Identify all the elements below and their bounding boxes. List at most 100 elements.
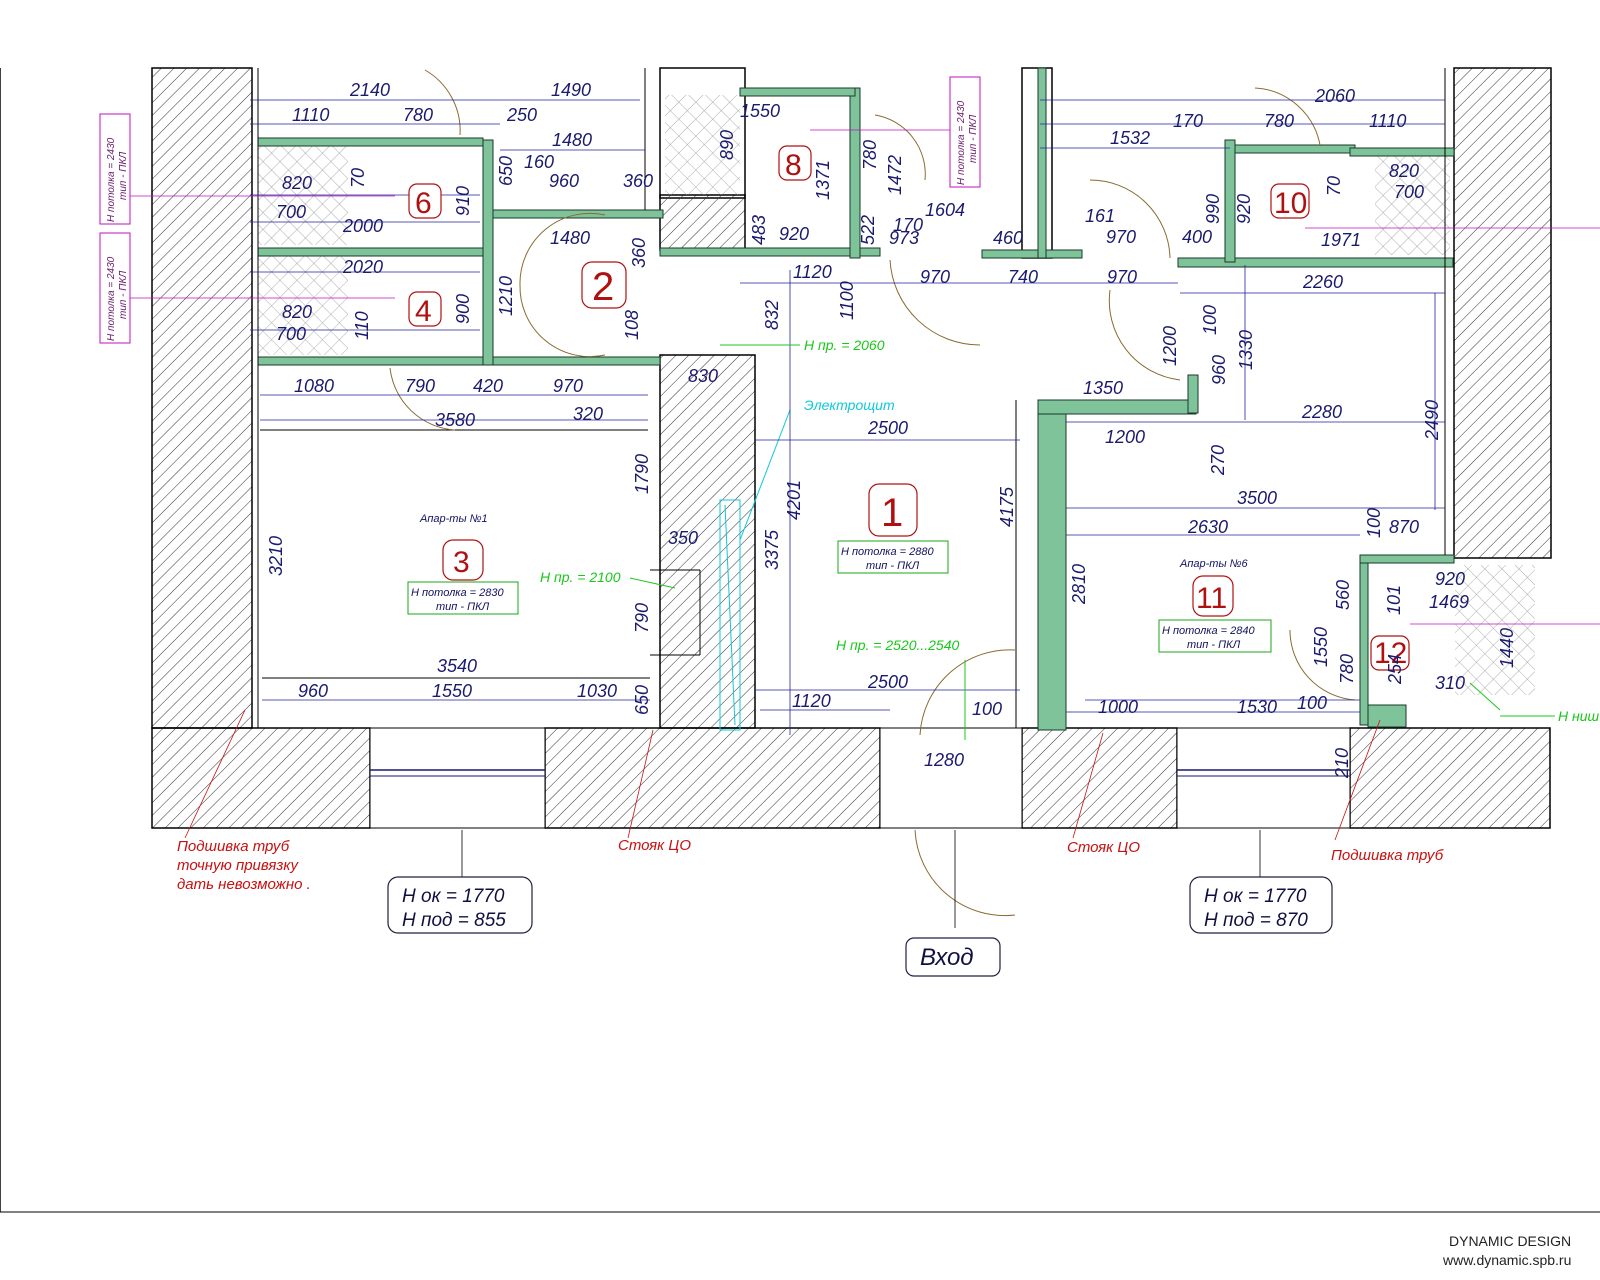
- dim: 1490: [551, 80, 591, 100]
- side-ceiling-1-type: тип - ПКЛ: [118, 152, 129, 200]
- brand-name: DYNAMIC DESIGN: [1449, 1233, 1571, 1249]
- note-heating-riser-1: Стояк ЦО: [618, 837, 691, 854]
- dim: 990: [1203, 194, 1223, 224]
- dim: 2500: [867, 418, 908, 438]
- dim: 790: [405, 376, 435, 396]
- ceiling-1-height: Н потолка = 2880: [841, 546, 934, 558]
- dim: 920: [1234, 194, 1254, 224]
- room-3: 3: [453, 546, 470, 579]
- dim: 1440: [1497, 628, 1517, 668]
- brand-url: www.dynamic.spb.ru: [1442, 1252, 1571, 1268]
- pointer-lines: [130, 129, 1600, 928]
- dim: 210: [1332, 748, 1352, 779]
- dim: 1000: [1098, 697, 1138, 717]
- label-boxes: [387, 876, 1333, 977]
- dim: 650: [496, 156, 516, 186]
- dim: 1971: [1321, 230, 1361, 250]
- dim: 870: [1389, 517, 1419, 537]
- dim: 920: [1435, 569, 1465, 589]
- dim: 1532: [1110, 128, 1150, 148]
- room-6: 6: [415, 187, 432, 220]
- apartment-1-label: Апар-ты №1: [419, 513, 488, 525]
- dim: 920: [779, 224, 809, 244]
- dimensions-vertical: 70 910 650 360 1210 900 110 108 1790 321…: [266, 130, 1517, 779]
- dim: 2630: [1187, 517, 1228, 537]
- dim: 1604: [925, 200, 965, 220]
- dimension-lines: [250, 99, 1445, 735]
- dim: 3580: [435, 410, 475, 430]
- dim: 100: [1200, 305, 1220, 335]
- dim: 1120: [792, 691, 831, 711]
- dimensions-horizontal: 2140 1490 1110 780 250 1480 160 960 360 …: [276, 80, 1469, 770]
- dim: 1200: [1160, 326, 1180, 366]
- dim: 1480: [552, 130, 592, 150]
- dim: 1030: [577, 681, 617, 701]
- dim: 970: [920, 267, 950, 287]
- door-arcs: [389, 69, 1356, 917]
- dim: 900: [453, 294, 473, 324]
- dim: 100: [1297, 693, 1327, 713]
- dim: 3375: [762, 529, 782, 570]
- dim: 100: [972, 699, 1002, 719]
- dim: 1110: [1369, 111, 1406, 131]
- dim: 170: [1173, 111, 1203, 131]
- opening-height-2: Н пр. = 2100: [540, 569, 621, 585]
- dim: 1100: [837, 281, 857, 320]
- ceiling-3-type: тип - ПКЛ: [436, 601, 490, 613]
- dim: 2500: [867, 672, 908, 692]
- room-11: 11: [1196, 582, 1227, 615]
- dim: 2810: [1069, 564, 1089, 605]
- dim: 3210: [266, 536, 286, 576]
- dim: 1550: [1311, 627, 1331, 667]
- electric-panel-label: Электрощит: [804, 397, 895, 413]
- dim: 1200: [1105, 427, 1145, 447]
- dim: 320: [573, 404, 603, 424]
- dim: 2020: [342, 257, 383, 277]
- dim: 960: [1209, 355, 1229, 385]
- window-frames: [369, 727, 1351, 829]
- room-markers: [408, 145, 1410, 671]
- dim: 2260: [1302, 272, 1343, 292]
- dim: 360: [629, 238, 649, 268]
- dim: 1280: [924, 750, 964, 770]
- dim: 400: [1182, 227, 1212, 247]
- note-pipes-1-line3: дать невозможно .: [177, 876, 311, 893]
- ceiling-11-height: Н потолка = 2840: [1162, 625, 1255, 637]
- room-10: 10: [1274, 187, 1307, 220]
- dim: 1469: [1429, 592, 1469, 612]
- room-1: 1: [881, 491, 903, 535]
- dim: 100: [1364, 508, 1384, 538]
- dim: 310: [1435, 673, 1465, 693]
- dim: 420: [473, 376, 503, 396]
- side-ceiling-2-type: тип - ПКЛ: [118, 271, 129, 319]
- dim: 790: [632, 603, 652, 633]
- dim: 890: [717, 130, 737, 160]
- dim: 700: [276, 324, 306, 344]
- dim: 4175: [997, 486, 1017, 527]
- dim: 2140: [349, 80, 390, 100]
- dim: 1530: [1237, 697, 1277, 717]
- dim: 483: [749, 215, 769, 245]
- dim: 160: [524, 152, 554, 172]
- note-pipes-1-line1: Подшивка труб: [177, 838, 290, 855]
- dim: 960: [549, 171, 579, 191]
- dim: 170: [893, 215, 923, 235]
- dim: 110: [352, 311, 372, 340]
- dim: 780: [1337, 654, 1357, 684]
- dim: 1550: [740, 101, 780, 121]
- dim: 460: [993, 228, 1023, 248]
- dim: 700: [276, 202, 306, 222]
- room-4: 4: [415, 295, 432, 328]
- dim: 70: [1324, 176, 1344, 196]
- dim: 973: [889, 228, 919, 248]
- apartment-6-label: Апар-ты №6: [1179, 558, 1249, 570]
- dim: 960: [298, 681, 328, 701]
- dim: 1550: [432, 681, 472, 701]
- dim: 108: [622, 310, 642, 340]
- dim: 350: [668, 528, 698, 548]
- dim: 970: [1107, 267, 1137, 287]
- dim: 2280: [1301, 402, 1342, 422]
- dim: 2060: [1314, 86, 1355, 106]
- dim: 2000: [342, 216, 383, 236]
